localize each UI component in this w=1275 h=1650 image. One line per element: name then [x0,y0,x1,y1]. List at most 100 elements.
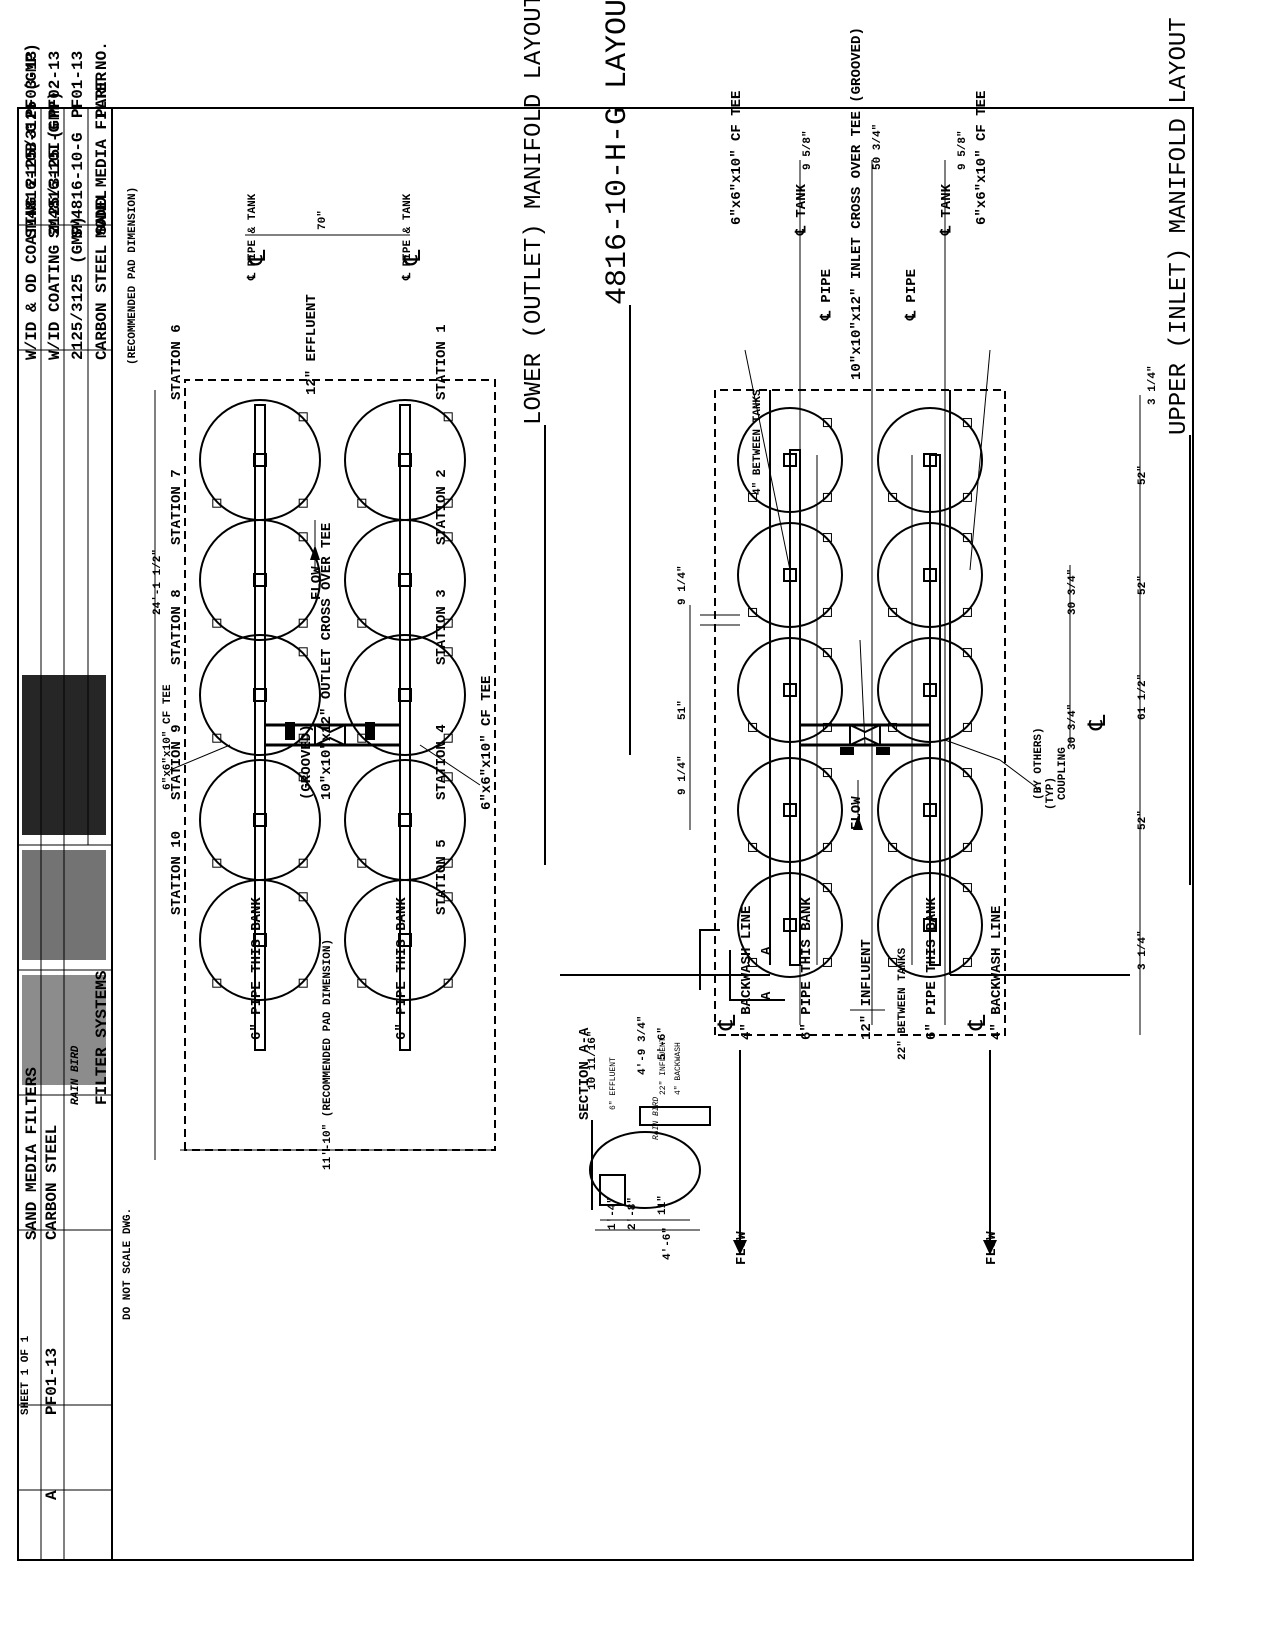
lower-tank-8-lug-2 [298,647,308,657]
upper-dim-5: 52" [1137,810,1149,830]
upper-coupling-2: (TYP) [1045,777,1057,810]
upper-tank-5-lug-3 [962,957,972,967]
upper-coupling-3: (BY OTHERS) [1033,727,1045,800]
drawing-border [17,107,1194,1561]
section-effluent: 6" EFFLUENT [609,1057,618,1110]
tb-header-desc: CARBON STEEL SAND MEDIA FILTER [93,72,111,360]
lower-tank-6-lug-2 [298,412,308,422]
lower-cl-top: ℄ [401,249,428,266]
upper-tank-1-lug-1 [888,492,898,502]
section-dim-2: 4'-9 3/4" [637,1016,649,1075]
upper-flow: FLOW [849,796,865,830]
lower-tank-7 [199,519,321,641]
lower-bottom-bank-pipe [254,404,266,1051]
tb-title-line2: SAND MEDIA FILTERS [23,1067,41,1240]
lower-effluent: 12" EFFLUENT [304,294,320,395]
lower-pipe-tank-bot: ℄ PIPE & TANK [246,193,259,281]
section-dim-6: 11" [657,1195,669,1215]
upper-tank-7-lug-2 [822,533,832,543]
upper-pipe-bank-top: 6" PIPE THIS BANK [924,897,940,1040]
upper-dim-9-right: 9 1/4" [677,755,689,795]
upper-tank-9-lug-3 [822,842,832,852]
lower-tee-top: 6"x6"x10" CF TEE [479,676,495,810]
lower-tank-4-lug-1 [357,858,367,868]
upper-dim-958-top: 9 5/8" [957,130,969,170]
lower-cross-tee [314,723,346,747]
lower-tank-8 [199,634,321,756]
lower-station-1: STATION 1 [434,324,450,400]
upper-tank-4-lug-2 [962,768,972,778]
upper-cl-right-bot: ℄ [716,1014,743,1031]
lower-tank-5 [344,879,466,1001]
section-a-a: 5'-6" 4'-9 3/4" 10 11/16" 1'-4" 2'-8" 11… [577,1016,711,1260]
tb-row2-partno: PF02-13 [46,51,64,118]
upper-tee-bottom: 6"x6"x10" CF TEE [729,91,745,225]
upper-tank-8-lug-1 [748,722,758,732]
lower-tank-4-lug-2 [443,772,453,782]
tb-row2-model: SM4816-10I-G [46,123,64,238]
tb-row3-model: SM4816-10B-G [23,123,41,238]
lower-tank-10-lug-2 [298,892,308,902]
lower-station-6: STATION 6 [169,324,185,400]
upper-dim-3: 52" [1137,575,1149,595]
lower-tank-9-lug-1 [212,858,222,868]
tb-row1-partno: PF01-13 [69,51,87,118]
do-not-scale-note: DO NOT SCALE DWG. [122,1208,134,1320]
lower-flow: FLOW [309,566,325,600]
upper-flow-top: FLOW [984,1231,1000,1265]
lower-pad-width: 24'-1 1/2" [152,549,164,615]
lower-tank-1-lug-2 [443,412,453,422]
lower-tank-5-lug-2 [443,892,453,902]
upper-cross-label: 10"x10"x12" INLET CROSS OVER TEE (GROOVE… [849,27,865,380]
upper-tank-3-lug-3 [962,722,972,732]
section-dim-4: 1'-4" [607,1197,619,1230]
lower-tank-9-lug-3 [298,858,308,868]
upper-dim-4: 61 1/2" [1137,674,1149,720]
upper-dim-958-bot: 9 5/8" [802,130,814,170]
section-tank [589,1131,701,1209]
upper-tank-5-lug-1 [888,957,898,967]
lower-pad-length: 11'-10" (RECOMMENDED PAD DIMENSION) [322,939,334,1170]
tb-row3-partno: PF03-13 [23,51,41,118]
tb-row3-desc: W/ID & OD COATING 2125/3125 (GMP) [23,43,41,360]
upper-tank-5-lug-2 [962,883,972,893]
lower-tank-7-lug-2 [298,532,308,542]
upper-manifold: 3 1/4" 52" 52" 61 1/2" 52" 3 1/4" 30 3/4… [560,27,1159,1265]
lower-tank-10-lug-3 [298,978,308,988]
upper-cl-tank-top: ℄ TANK [939,183,955,236]
upper-cl-right-top: ℄ [966,1014,993,1031]
upper-pipe-bank-bottom: 6" PIPE THIS BANK [799,897,815,1040]
tb-row2-desc: W/ID COATING 2125/3125 (GMP) [46,91,64,360]
upper-section-mark-a1: A [759,946,775,955]
upper-top-bank-pipe [929,454,941,966]
upper-cl-pipe-top: ℄ PIPE [904,269,920,321]
section-dim-1: 5'-6" [657,1027,669,1060]
lower-tank-6 [199,399,321,521]
tb-drawing-number: PF01-13 [43,1348,61,1415]
notes-block [22,675,106,1085]
lower-tank-2-lug-1 [357,618,367,628]
upper-dim-9-left: 9 1/4" [677,565,689,605]
upper-influent: 12" INFLUENT [859,939,875,1040]
upper-tank-8-lug-3 [822,722,832,732]
upper-dim-51: 51" [677,700,689,720]
lower-station-4: STATION 4 [434,724,450,800]
section-brand: RAIN BIRD [652,1097,661,1140]
upper-tank-6-lug-2 [822,418,832,428]
tb-brand: RAIN BIRD [70,1045,82,1105]
lower-pipe-bank-top: 6" PIPE THIS BANK [394,897,410,1040]
lower-tank-7-lug-3 [298,618,308,628]
lower-tank-3 [344,634,466,756]
lower-tank-6-lug-3 [298,498,308,508]
upper-tank-6-lug-3 [822,492,832,502]
upper-tank-10-lug-2 [822,883,832,893]
upper-tank-10-lug-3 [822,957,832,967]
title-block: PART NO. MODEL CARBON STEEL SAND MEDIA F… [18,41,112,1560]
drawing-title: 4816-10-H-G LAYOUT [601,0,635,305]
lower-tank-7-lug-1 [212,618,222,628]
tb-row1-model: SM4816-10-G [69,132,87,238]
upper-dim-1: 3 1/4" [1147,365,1159,405]
section-dim-3: 10 11/16" [587,1031,599,1090]
